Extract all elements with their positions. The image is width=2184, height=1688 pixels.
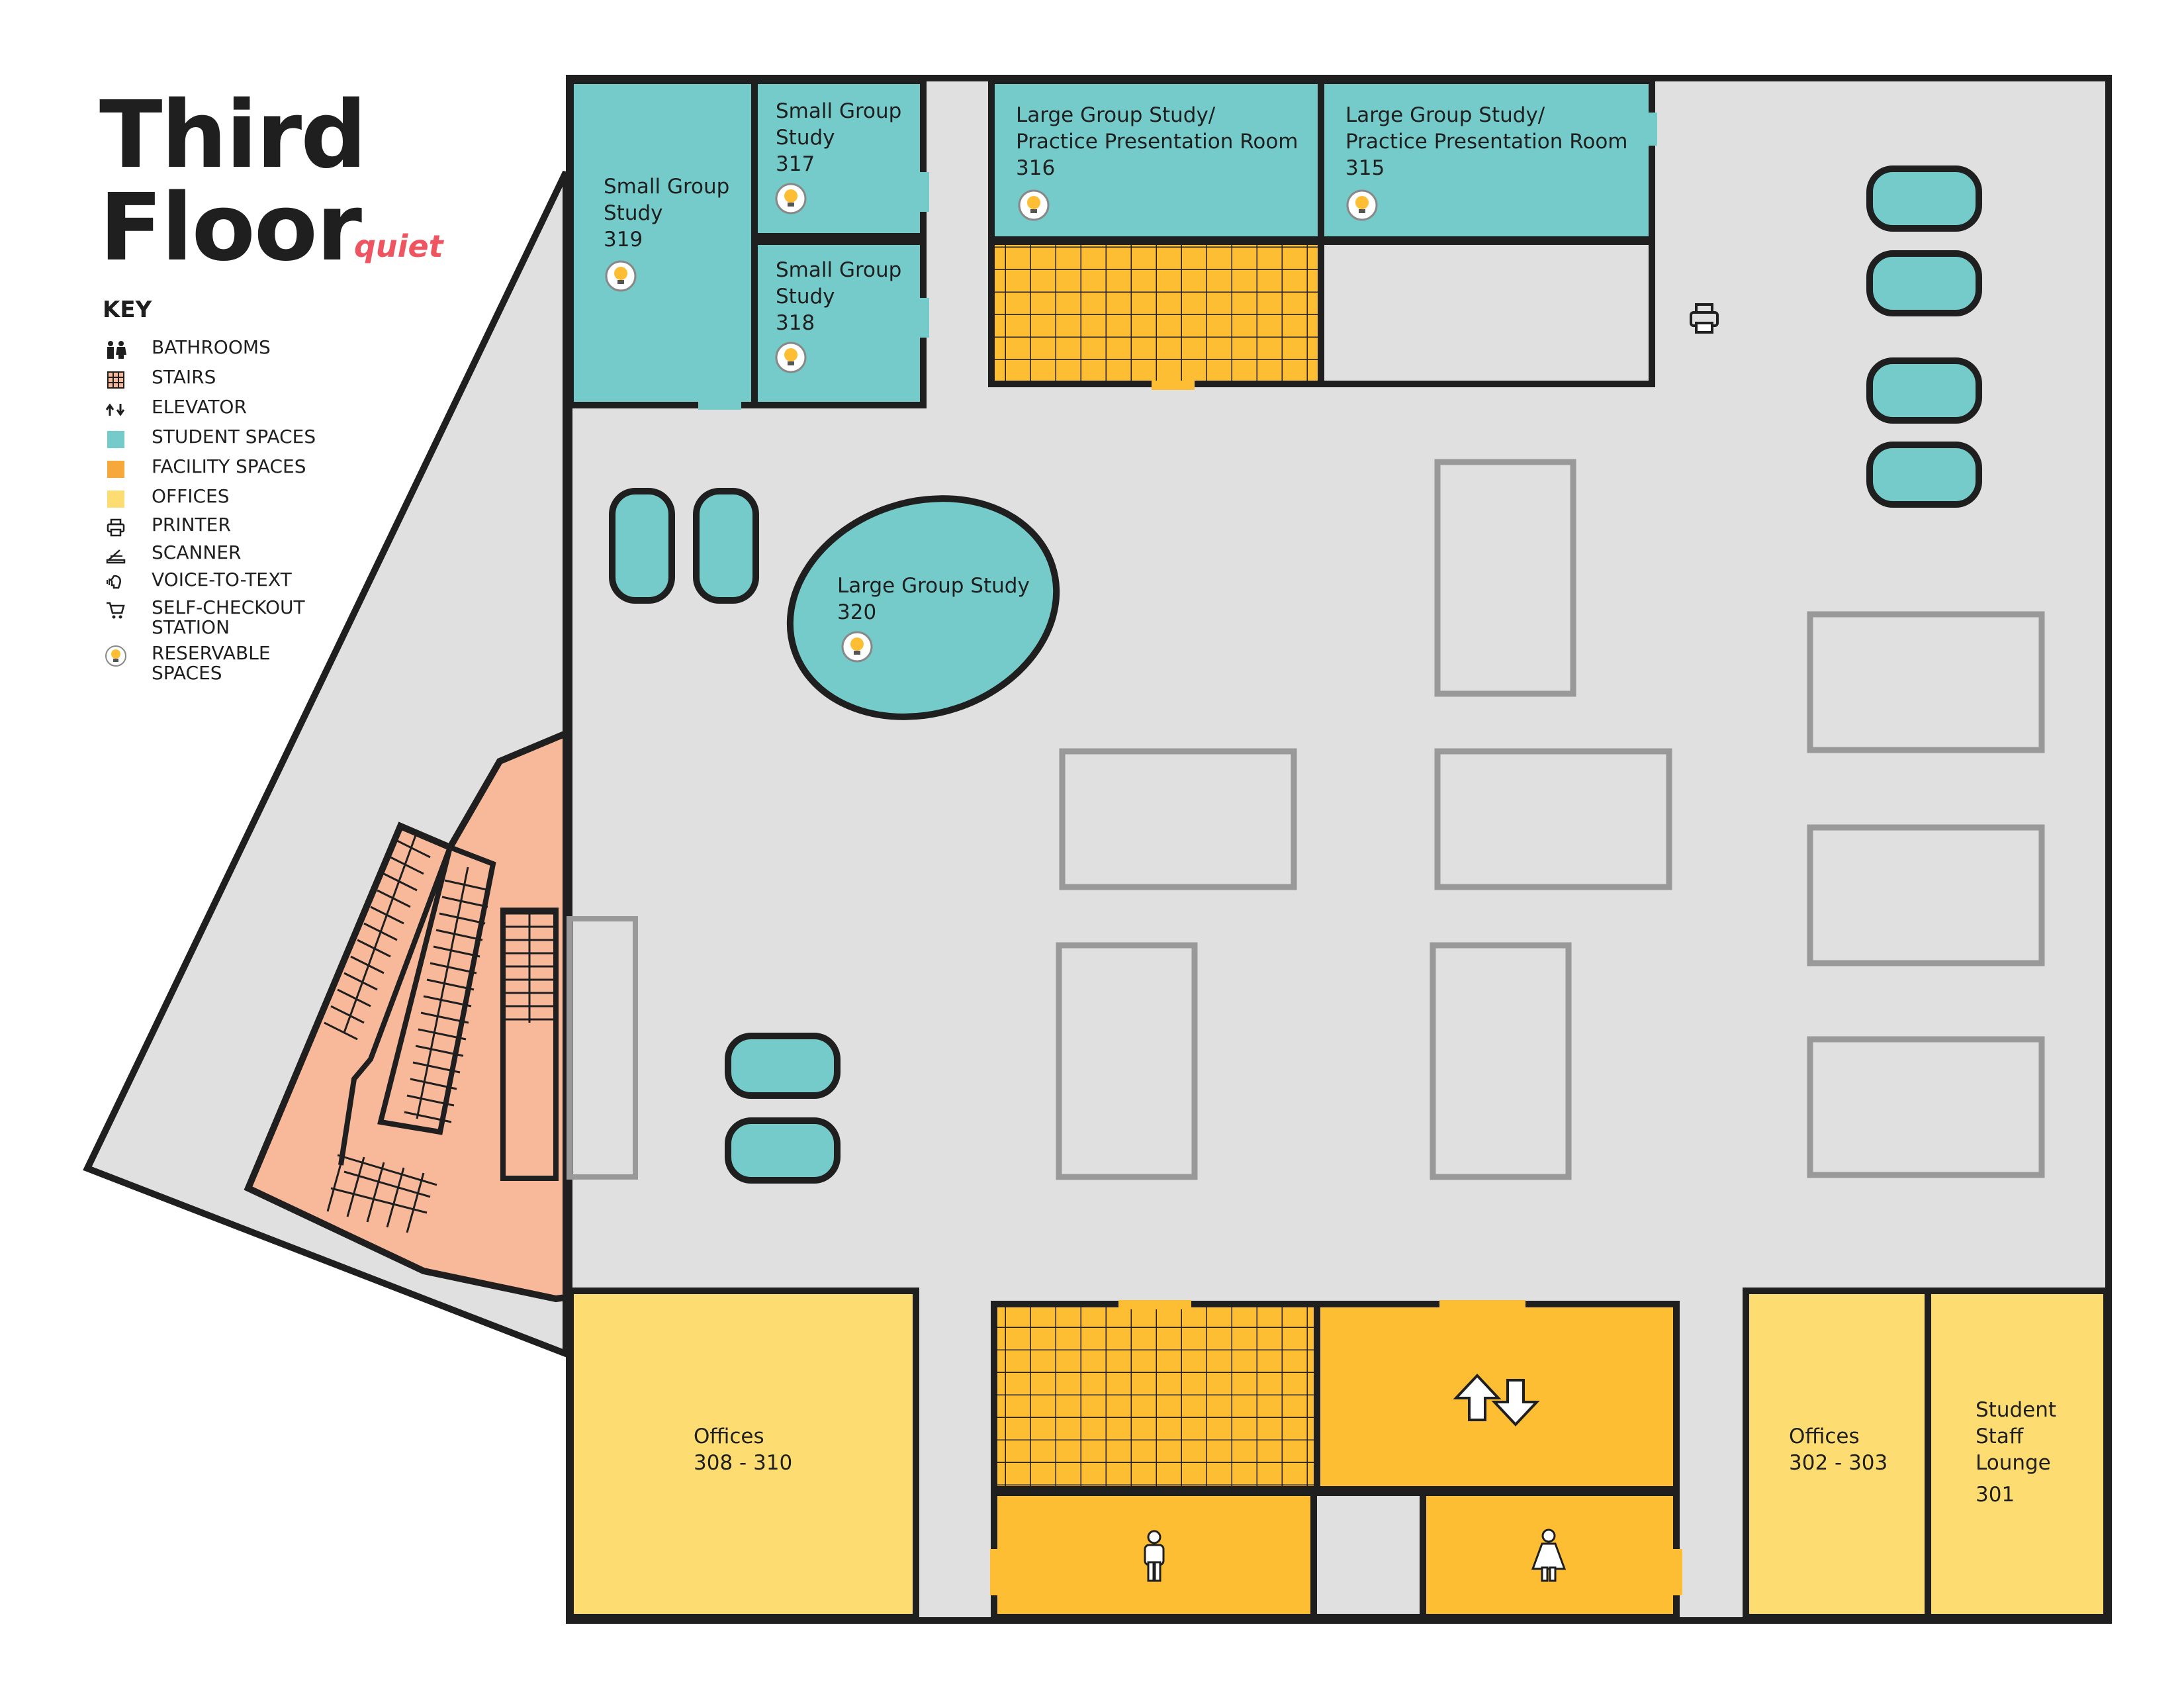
key-item-facility-spaces: FACILITY SPACES [103,457,350,496]
key-label: SCANNER [152,541,242,563]
key-title: KEY [103,297,152,323]
room-320-label: Large Group Study 320 [837,574,1030,624]
lightbulb-icon [103,645,129,667]
reservable-icon-319 [605,260,637,292]
room-319-label: Small Group Study 319 [604,175,730,252]
room-316-label: Large Group Study/ Practice Presentation… [1016,103,1298,180]
room-317-label: Small Group Study 317 [776,99,902,176]
printer-icon [1690,303,1719,334]
offices-308-310 [567,1288,919,1620]
study-pods-west [609,488,759,604]
key-label: STAIRS [152,366,216,388]
key-label: OFFICES [152,485,230,507]
room-315-label: Large Group Study/ Practice Presentation… [1345,103,1628,180]
key-item-self-checkout: SELF-CHECKOUT STATION [103,598,350,637]
south-corridor [1310,1489,1426,1620]
stairs-icon [103,369,129,391]
student-swatch-icon [103,428,129,451]
key-item-stairs: STAIRS [103,367,350,407]
key-label: STUDENT SPACES [152,426,316,447]
key-label: FACILITY SPACES [152,455,306,477]
north-storage [1318,238,1655,387]
table-west [567,916,638,1180]
room-318-label: Small Group Study 318 [776,258,902,335]
key-label: ELEVATOR [152,396,247,418]
page-title-line1: Third [99,81,367,189]
voice-to-text-icon [103,571,129,594]
facility-swatch-icon [103,458,129,481]
reservable-icon-320 [841,631,873,663]
key-item-printer: PRINTER [103,515,350,555]
printer-icon [103,516,129,539]
offices-308-310-label: Offices 308 - 310 [694,1425,793,1475]
reservable-icon-317 [775,183,807,214]
womens-bathroom-icon [1531,1528,1567,1582]
key-label: PRINTER [152,514,231,536]
room-318 [751,238,927,408]
offices-302-303-label: Offices 302 - 303 [1789,1425,1888,1475]
scanner-icon [103,544,129,567]
key-label: SELF-CHECKOUT STATION [152,596,305,638]
offices-302-303 [1743,1288,1931,1620]
lounge-number: 301 [1976,1483,2015,1507]
south-stairs [991,1301,1320,1493]
lounge-label: Student Staff Lounge [1976,1398,2057,1475]
page-subtitle: quiet [354,228,443,264]
room-315 [1318,77,1655,243]
key-item-offices: OFFICES [103,487,350,526]
reservable-icon-318 [775,342,807,373]
key-label: RESERVABLE SPACES [152,642,271,684]
key-item-bathrooms: BATHROOMS [103,338,350,377]
student-staff-lounge [1925,1288,2110,1620]
mens-bathroom-icon [1144,1530,1165,1582]
page-title-line2: Floor [99,174,362,282]
bathroom-icon [103,339,129,361]
key-label: BATHROOMS [152,336,271,358]
key-item-reservable: RESERVABLE SPACES [103,643,350,683]
key-item-elevator: ELEVATOR [103,397,350,437]
north-stairs [988,238,1324,387]
west-stairwell [244,728,569,1303]
elevator-icon [1453,1374,1540,1427]
key-item-student-spaces: STUDENT SPACES [103,427,350,467]
study-pods-south [725,1033,841,1184]
cart-icon [103,599,129,622]
key-label: VOICE-TO-TEXT [152,569,292,590]
key-item-scanner: SCANNER [103,543,350,583]
study-pods-east [1866,165,1982,508]
reservable-icon-315 [1346,189,1378,221]
elevator-icon [103,399,129,421]
office-swatch-icon [103,488,129,510]
reading-tables [1056,459,2045,1180]
key-item-voice-to-text: VOICE-TO-TEXT [103,570,350,610]
reservable-icon-316 [1018,189,1050,221]
